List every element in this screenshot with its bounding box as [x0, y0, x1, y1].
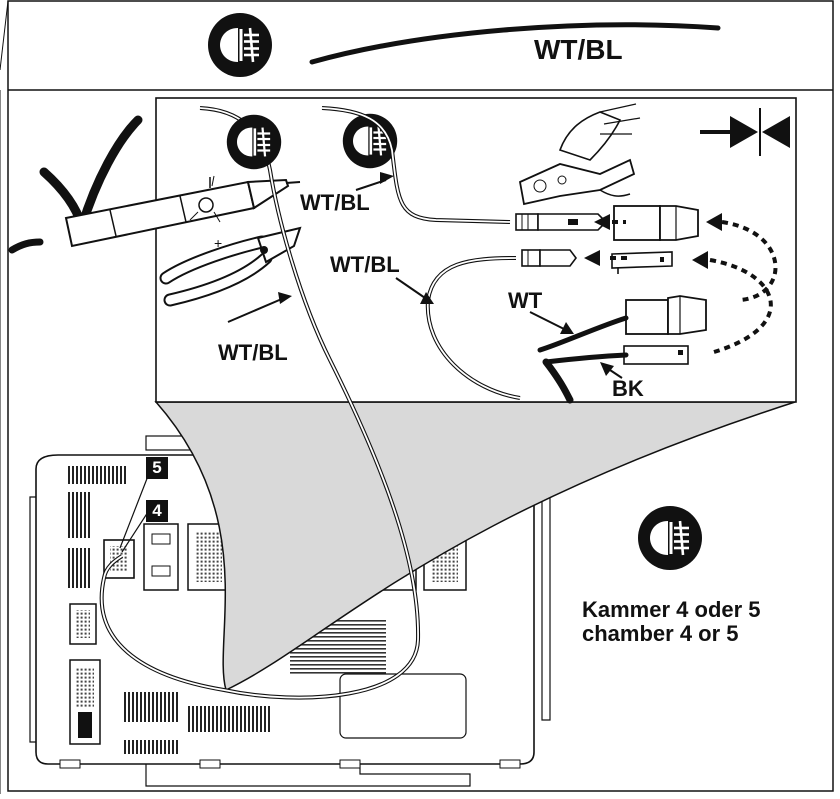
test-light-probe-icon — [8, 175, 301, 254]
magnify-cone — [154, 401, 796, 692]
wt-wire — [537, 315, 629, 353]
wire-label-lower: WT/BL — [330, 252, 400, 277]
squeeze-arrows-icon — [700, 108, 790, 156]
fog-lamp-icon — [225, 113, 283, 171]
crimping-tool-icon — [518, 103, 641, 206]
wire-label-top: WT/BL — [300, 190, 370, 215]
spade-terminal-icon — [515, 213, 608, 267]
chamber-5-badge: 5 — [146, 457, 168, 479]
wire-label-pliers: WT/BL — [218, 340, 288, 365]
insertion-arrows — [610, 220, 778, 354]
header-wire — [309, 22, 721, 65]
instruction-english: chamber 4 or 5 — [582, 621, 739, 646]
wire-cutter-pliers-icon: + — [159, 226, 302, 307]
chamber-4-badge: 4 — [146, 500, 168, 522]
wire-label-white: WT — [508, 288, 543, 313]
wt-bl-tap-wire — [100, 107, 419, 699]
fog-lamp-icon — [206, 11, 274, 79]
connector-housing-icon — [611, 205, 707, 365]
fog-lamp-icon — [636, 504, 704, 572]
header-wire-color-label: WT/BL — [534, 34, 623, 65]
bk-wire — [542, 358, 574, 404]
wire-label-black: BK — [612, 376, 644, 401]
wt-bl-wire-top — [321, 107, 511, 223]
outer-frame — [7, 0, 834, 792]
instruction-german: Kammer 4 oder 5 — [582, 597, 761, 622]
svg-text:+: + — [214, 235, 222, 251]
